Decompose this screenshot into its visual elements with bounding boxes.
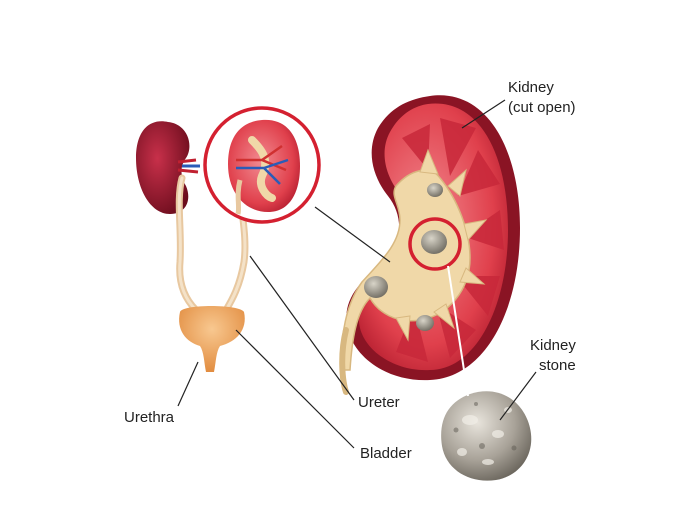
label-urethra: Urethra (124, 409, 175, 426)
label-kidney-stone-line1: Kidney (530, 337, 576, 354)
highlighted-stone (421, 230, 447, 254)
small-stone-2 (416, 315, 434, 331)
label-ureter: Ureter (358, 394, 400, 411)
label-bladder: Bladder (360, 445, 412, 462)
leader-bladder (235, 329, 355, 449)
leader-lines (177, 99, 537, 449)
large-kidney (339, 95, 520, 395)
left-ureter (175, 174, 200, 314)
label-kidney-line2: (cut open) (508, 99, 576, 116)
label-kidney-stone-line2: stone (539, 357, 576, 374)
stone-connector-line (447, 265, 469, 397)
kidney-inset (203, 106, 321, 224)
small-stone-3 (427, 183, 443, 197)
small-stone-1 (364, 276, 388, 298)
leader-kidney-stone (499, 371, 537, 421)
bladder (179, 306, 245, 372)
leader-inset-to-kidney (314, 206, 391, 263)
kidney-stone-closeup (441, 391, 532, 481)
leader-urethra (177, 361, 199, 407)
left-kidney (136, 121, 200, 214)
leader-ureter (249, 255, 355, 401)
label-kidney-line1: Kidney (508, 79, 554, 96)
leader-kidney (461, 99, 506, 129)
stone-highlight-circle (408, 217, 462, 271)
